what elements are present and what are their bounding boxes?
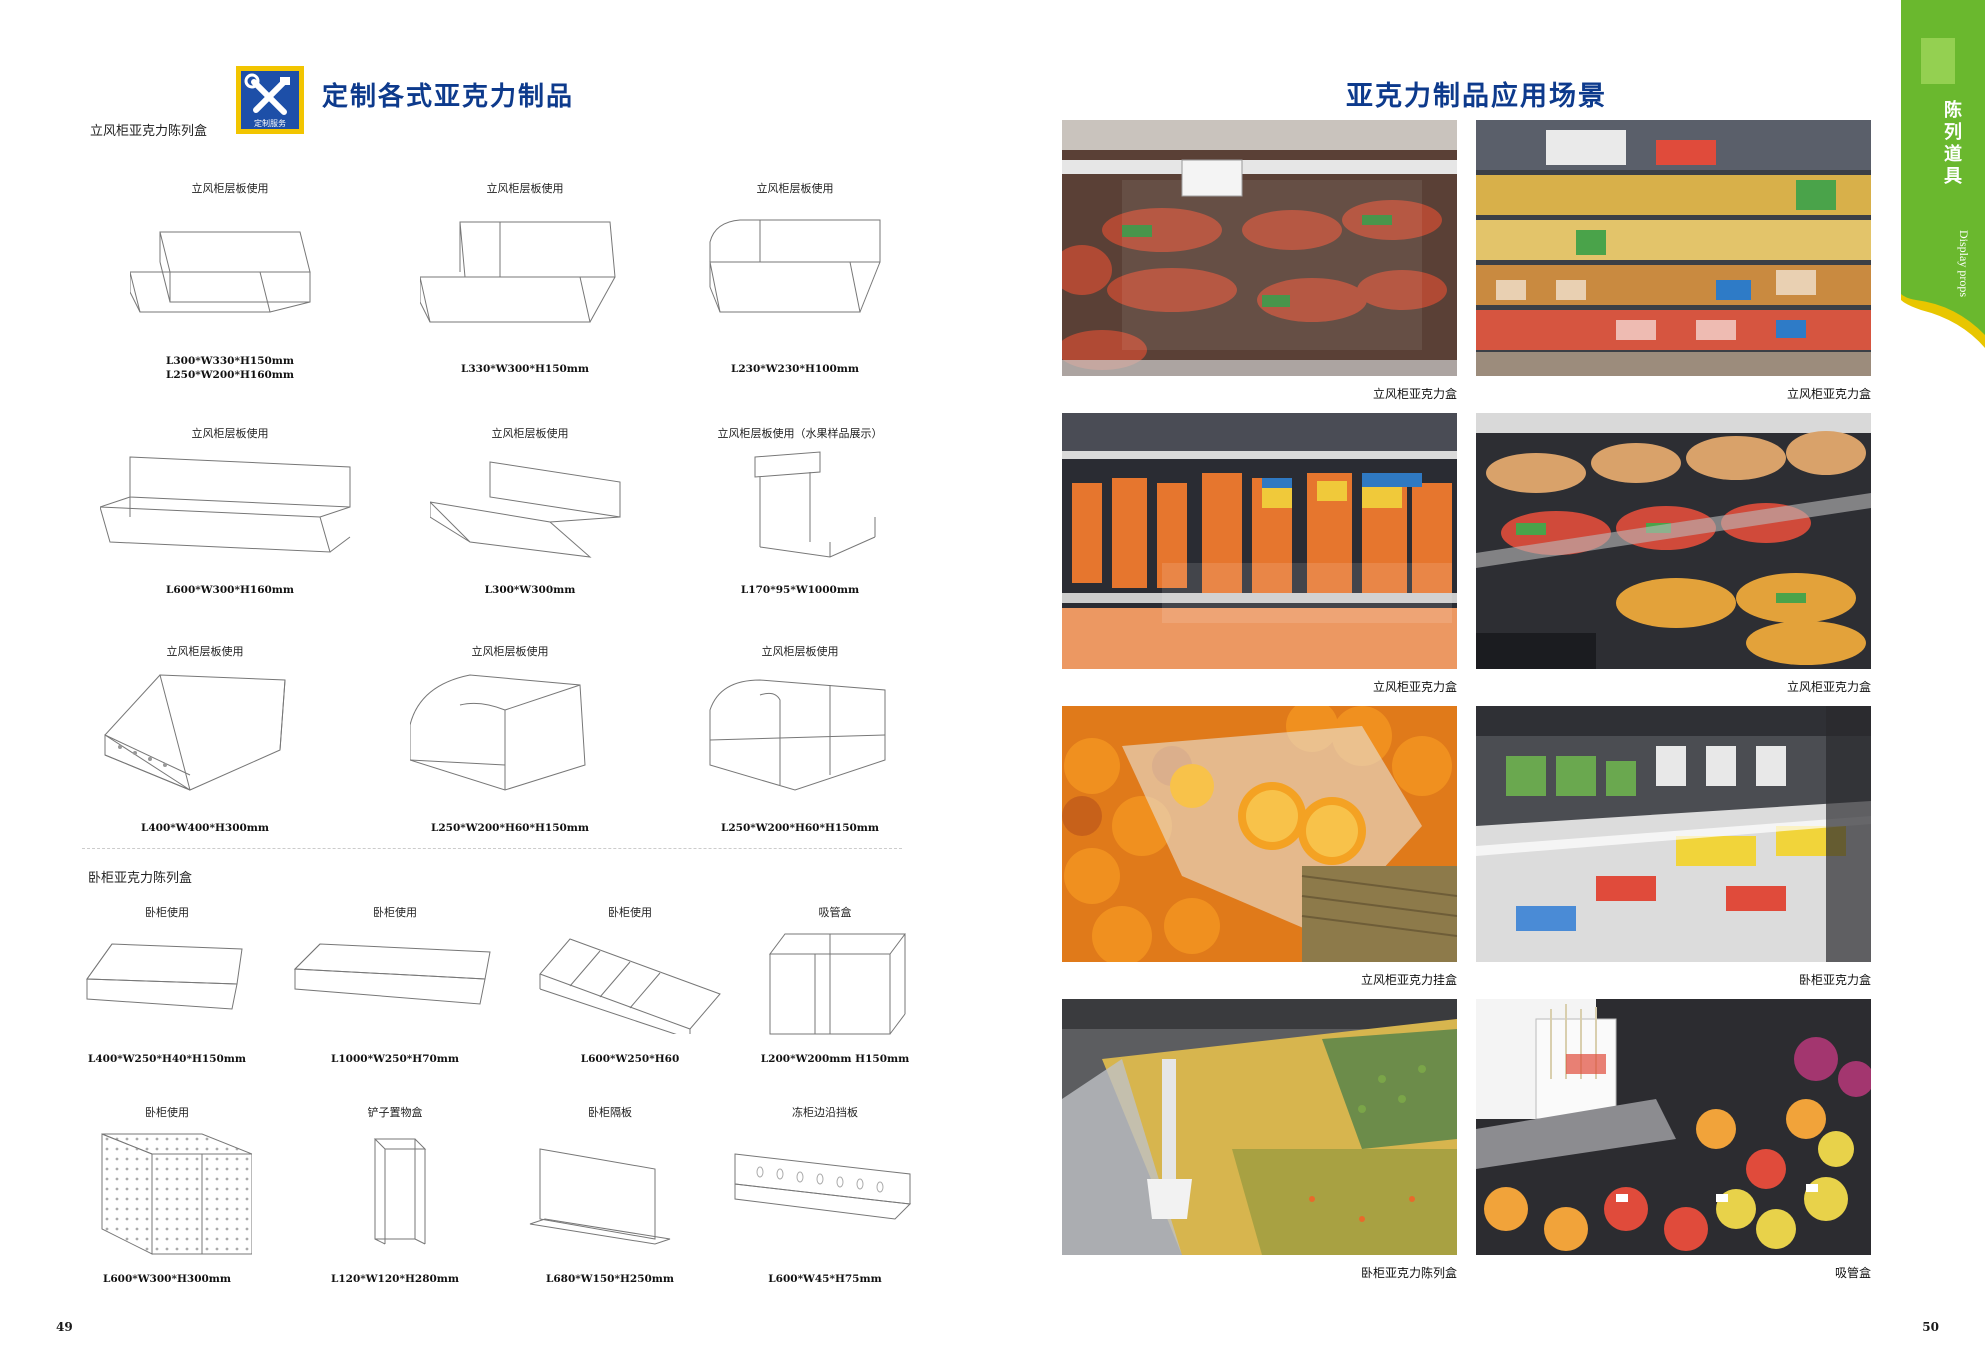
product-usage: 立风柜层板使用 xyxy=(471,645,549,658)
product-usage: 立风柜层板使用 xyxy=(761,645,839,658)
product-item: 卧柜使用 L600*W250*H60 xyxy=(530,904,730,1065)
left-page: 定制服务 定制各式亚克力制品 立风柜亚克力陈列盒 立风柜层板使用 L300*W3… xyxy=(0,0,992,1356)
product-item: 卧柜使用 L1000*W250*H70mm xyxy=(290,904,500,1065)
product-dims: L330*W300*H150mm xyxy=(460,363,590,375)
orange-display-photo xyxy=(1062,706,1457,962)
tiered-box-drawing xyxy=(420,221,616,323)
perforated-box-drawing xyxy=(101,1133,252,1255)
section-label-upright: 立风柜亚克力陈列盒 xyxy=(90,124,208,139)
divider-panel-drawing xyxy=(529,1148,671,1245)
product-dims: L200*W200mm H150mm xyxy=(760,1053,910,1065)
photo-caption: 立风柜亚克力盒 xyxy=(1786,387,1871,401)
side-tab-english-label: Display props xyxy=(1957,230,1971,297)
curved-box-drawing xyxy=(709,219,881,313)
product-usage: 冻柜边沿挡板 xyxy=(792,1106,858,1119)
custom-service-logo: 定制服务 xyxy=(234,64,306,136)
section-divider xyxy=(82,848,902,849)
product-dims: L600*W45*H75mm xyxy=(768,1273,882,1285)
product-usage: 立风柜层板使用（水果样品展示） xyxy=(717,427,883,440)
product-dims: L120*W120*H280mm xyxy=(330,1273,460,1285)
product-dims: L230*W230*H100mm xyxy=(730,363,860,375)
product-item: 立风柜层板使用 L300*W330*H150mm L250*W200*H160m… xyxy=(130,180,330,390)
product-dims: L400*W250*H40*H150mm xyxy=(87,1053,247,1065)
page-number: 50 xyxy=(1922,1320,1939,1334)
sausage-packs-bins-photo xyxy=(1062,413,1457,669)
packaged-snacks-shelf-photo xyxy=(1476,120,1871,376)
product-item: 立风柜层板使用 L250*W200*H60*H150mm xyxy=(410,643,610,834)
product-item: 铲子置物盒 L120*W120*H280mm xyxy=(320,1104,470,1285)
photo-caption: 立风柜亚克力盒 xyxy=(1372,680,1457,694)
frozen-vegetables-bin-photo xyxy=(1062,999,1457,1255)
straw-box-drawing xyxy=(769,933,906,1035)
section-label-chest: 卧柜亚克力陈列盒 xyxy=(88,871,193,886)
scoop-holder-drawing xyxy=(373,1138,427,1245)
product-usage: 立风柜层板使用 xyxy=(191,427,269,440)
product-item: 卧柜隔板 L680*W150*H250mm xyxy=(520,1104,700,1285)
product-item: 立风柜层板使用 L250*W200*H60*H150mm xyxy=(700,643,900,834)
curved-divider-box-drawing xyxy=(410,674,586,791)
product-usage: 卧柜使用 xyxy=(145,906,189,919)
product-usage: 卧柜使用 xyxy=(608,906,652,919)
product-dims: L250*W200*H60*H150mm xyxy=(430,822,590,834)
right-page: 亚克力制品应用场景 立风柜亚克力盒 xyxy=(992,0,1985,1356)
product-usage: 铲子置物盒 xyxy=(367,1106,423,1119)
product-item: 立风柜层板使用 L330*W300*H150mm xyxy=(420,180,630,390)
product-dims: L600*W300*H300mm xyxy=(102,1273,232,1285)
product-item: 冻柜边沿挡板 L600*W45*H75mm xyxy=(730,1104,920,1285)
long-tray-drawing xyxy=(293,943,491,1005)
fruit-cups-straw-box-photo xyxy=(1476,999,1871,1255)
product-item: 立风柜层板使用 L230*W230*H100mm xyxy=(700,180,890,390)
photo-caption: 立风柜亚克力挂盒 xyxy=(1360,973,1457,987)
photo-caption: 立风柜亚克力盒 xyxy=(1372,387,1457,401)
product-item: 立风柜层板使用（水果样品展示） L170*95*W1000mm xyxy=(700,425,900,605)
angled-shelf-drawing xyxy=(430,461,621,558)
product-dims: L600*W250*H60 xyxy=(580,1053,680,1065)
product-dims: L250*W200*H60*H150mm xyxy=(720,822,880,834)
product-item: 卧柜使用 L600*W300*H300mm xyxy=(82,1104,252,1285)
product-dims: L1000*W250*H70mm xyxy=(330,1053,460,1065)
photo-caption: 立风柜亚克力盒 xyxy=(1786,680,1871,694)
side-tab-label: 陈列道具 xyxy=(1944,100,1962,187)
product-usage: 卧柜使用 xyxy=(373,906,417,919)
photo-caption: 吸管盒 xyxy=(1834,1266,1871,1280)
long-tiered-box-drawing xyxy=(100,456,351,553)
curved-divider-box-drawing xyxy=(709,679,886,791)
chest-freezer-photo xyxy=(1476,706,1871,962)
svg-text:定制服务: 定制服务 xyxy=(254,118,286,128)
hanging-stand-drawing xyxy=(754,451,876,558)
product-usage: 立风柜层板使用 xyxy=(491,427,569,440)
chilled-meat-shelf-photo xyxy=(1476,413,1871,669)
product-usage: 立风柜层板使用 xyxy=(756,182,834,195)
product-item: 立风柜层板使用 L600*W300*H160mm xyxy=(100,425,360,605)
product-usage: 立风柜层板使用 xyxy=(486,182,564,195)
divided-tray-drawing xyxy=(539,938,721,1034)
page-title: 亚克力制品应用场景 xyxy=(1346,81,1607,112)
product-item: 立风柜层板使用 L300*W300mm xyxy=(430,425,630,605)
product-usage: 卧柜使用 xyxy=(145,1106,189,1119)
product-usage: 吸管盒 xyxy=(818,906,852,919)
product-dims: L300*W330*H150mm L250*W200*H160mm xyxy=(165,355,295,381)
edge-guard-drawing xyxy=(734,1153,912,1220)
product-item: 立风柜层板使用 L400*W400*H300mm xyxy=(100,643,310,834)
product-item: 吸管盒 L200*W200mm H150mm xyxy=(760,904,910,1065)
product-usage: 卧柜隔板 xyxy=(588,1106,632,1119)
product-item: 卧柜使用 L400*W250*H40*H150mm xyxy=(82,904,252,1065)
chapter-side-tab: 陈列道具 Display props xyxy=(1901,0,1985,348)
tiered-box-drawing xyxy=(130,231,311,313)
slant-bin-drawing xyxy=(104,674,286,791)
page-title: 定制各式亚克力制品 xyxy=(322,82,575,112)
product-dims: L400*W400*H300mm xyxy=(140,822,270,834)
photo-caption: 卧柜亚克力陈列盒 xyxy=(1360,1266,1457,1280)
photo-caption: 卧柜亚克力盒 xyxy=(1798,973,1871,987)
sausage-display-photo xyxy=(1062,120,1457,376)
product-usage: 立风柜层板使用 xyxy=(191,182,269,195)
product-dims: L600*W300*H160mm xyxy=(165,584,295,596)
shallow-tray-drawing xyxy=(86,943,243,1010)
product-dims: L300*W300mm xyxy=(484,584,576,596)
product-dims: L680*W150*H250mm xyxy=(545,1273,675,1285)
product-usage: 立风柜层板使用 xyxy=(166,645,244,658)
page-number: 49 xyxy=(56,1320,73,1334)
product-dims: L170*95*W1000mm xyxy=(740,584,860,596)
